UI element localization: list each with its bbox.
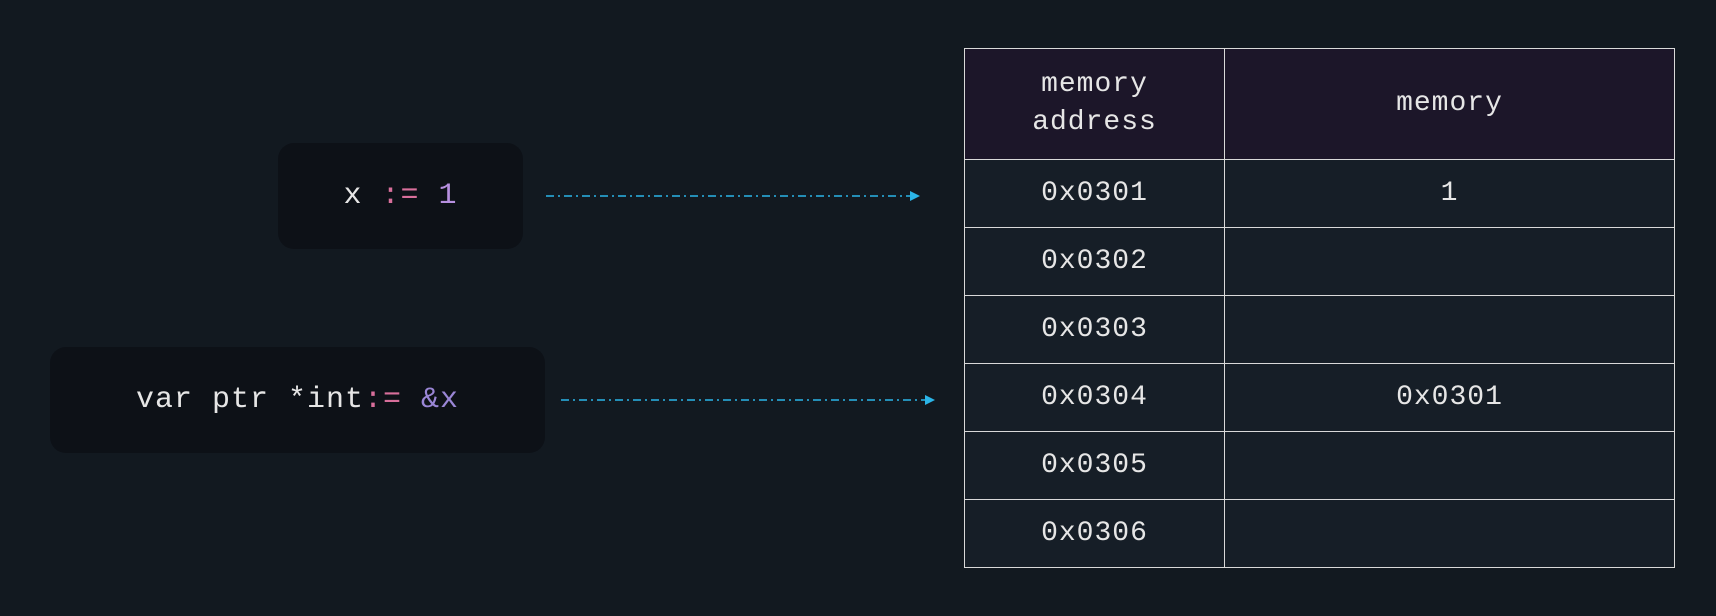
code-block-x-assign: x := 1 — [278, 143, 523, 249]
code-literal-one: 1 — [438, 179, 458, 213]
memory-value-cell — [1224, 499, 1675, 568]
header-memory: memory — [1224, 48, 1675, 160]
code-block-ptr-decl: var ptr *int:= &x — [50, 347, 545, 453]
table-row: 0x0301 1 — [964, 159, 1675, 228]
memory-value-cell — [1224, 431, 1675, 500]
code-address-of-x: &x — [421, 383, 460, 417]
table-header-row: memory address memory — [964, 48, 1675, 160]
address-cell: 0x0302 — [964, 227, 1225, 296]
address-cell: 0x0305 — [964, 431, 1225, 500]
address-cell: 0x0303 — [964, 295, 1225, 364]
memory-value-cell: 1 — [1224, 159, 1675, 228]
address-cell: 0x0306 — [964, 499, 1225, 568]
code-identifier-x: x — [343, 179, 363, 213]
table-row: 0x0305 — [964, 431, 1675, 500]
table-row: 0x0304 0x0301 — [964, 363, 1675, 432]
table-row: 0x0302 — [964, 227, 1675, 296]
address-cell: 0x0304 — [964, 363, 1225, 432]
table-row: 0x0306 — [964, 499, 1675, 568]
table-row: 0x0303 — [964, 295, 1675, 364]
memory-value-cell: 0x0301 — [1224, 363, 1675, 432]
code-ptr-declaration: var ptr *int — [135, 383, 364, 417]
memory-value-cell — [1224, 227, 1675, 296]
header-memory-address: memory address — [964, 48, 1225, 160]
memory-value-cell — [1224, 295, 1675, 364]
address-cell: 0x0301 — [964, 159, 1225, 228]
code-operator-assign: := — [364, 383, 403, 417]
memory-table: memory address memory 0x0301 1 0x0302 0x… — [964, 48, 1675, 568]
code-operator-assign: := — [381, 179, 420, 213]
